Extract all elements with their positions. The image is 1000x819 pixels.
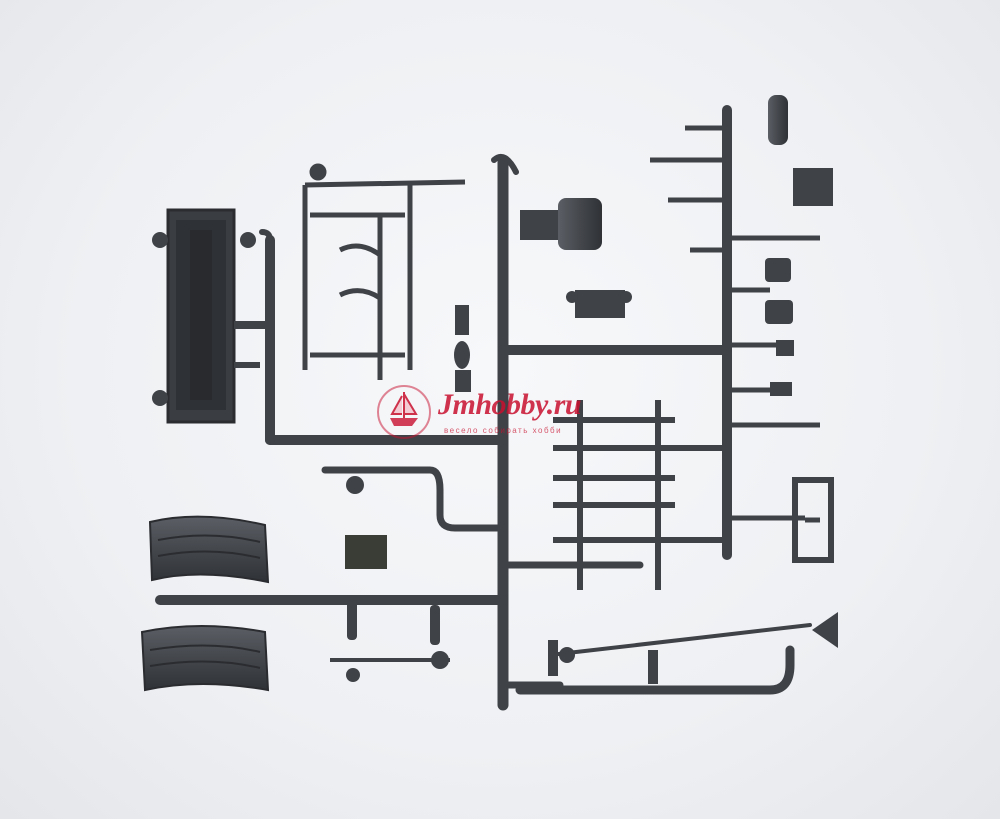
ladder-frame: [302, 163, 466, 380]
horn: [548, 612, 838, 684]
fenders: [140, 515, 450, 692]
watermark-tagline: весело собирать хобби: [444, 426, 563, 435]
bed-panel: [152, 208, 270, 424]
watermark: Jmhobby.ru весело собирать хобби: [372, 378, 632, 448]
ship-icon: [377, 385, 431, 439]
watermark-brand: Jmhobby.ru: [438, 388, 582, 421]
small-parts: [346, 305, 471, 494]
right-parts: [650, 95, 834, 563]
grid-frame: [553, 400, 727, 590]
tanks: [520, 198, 632, 318]
